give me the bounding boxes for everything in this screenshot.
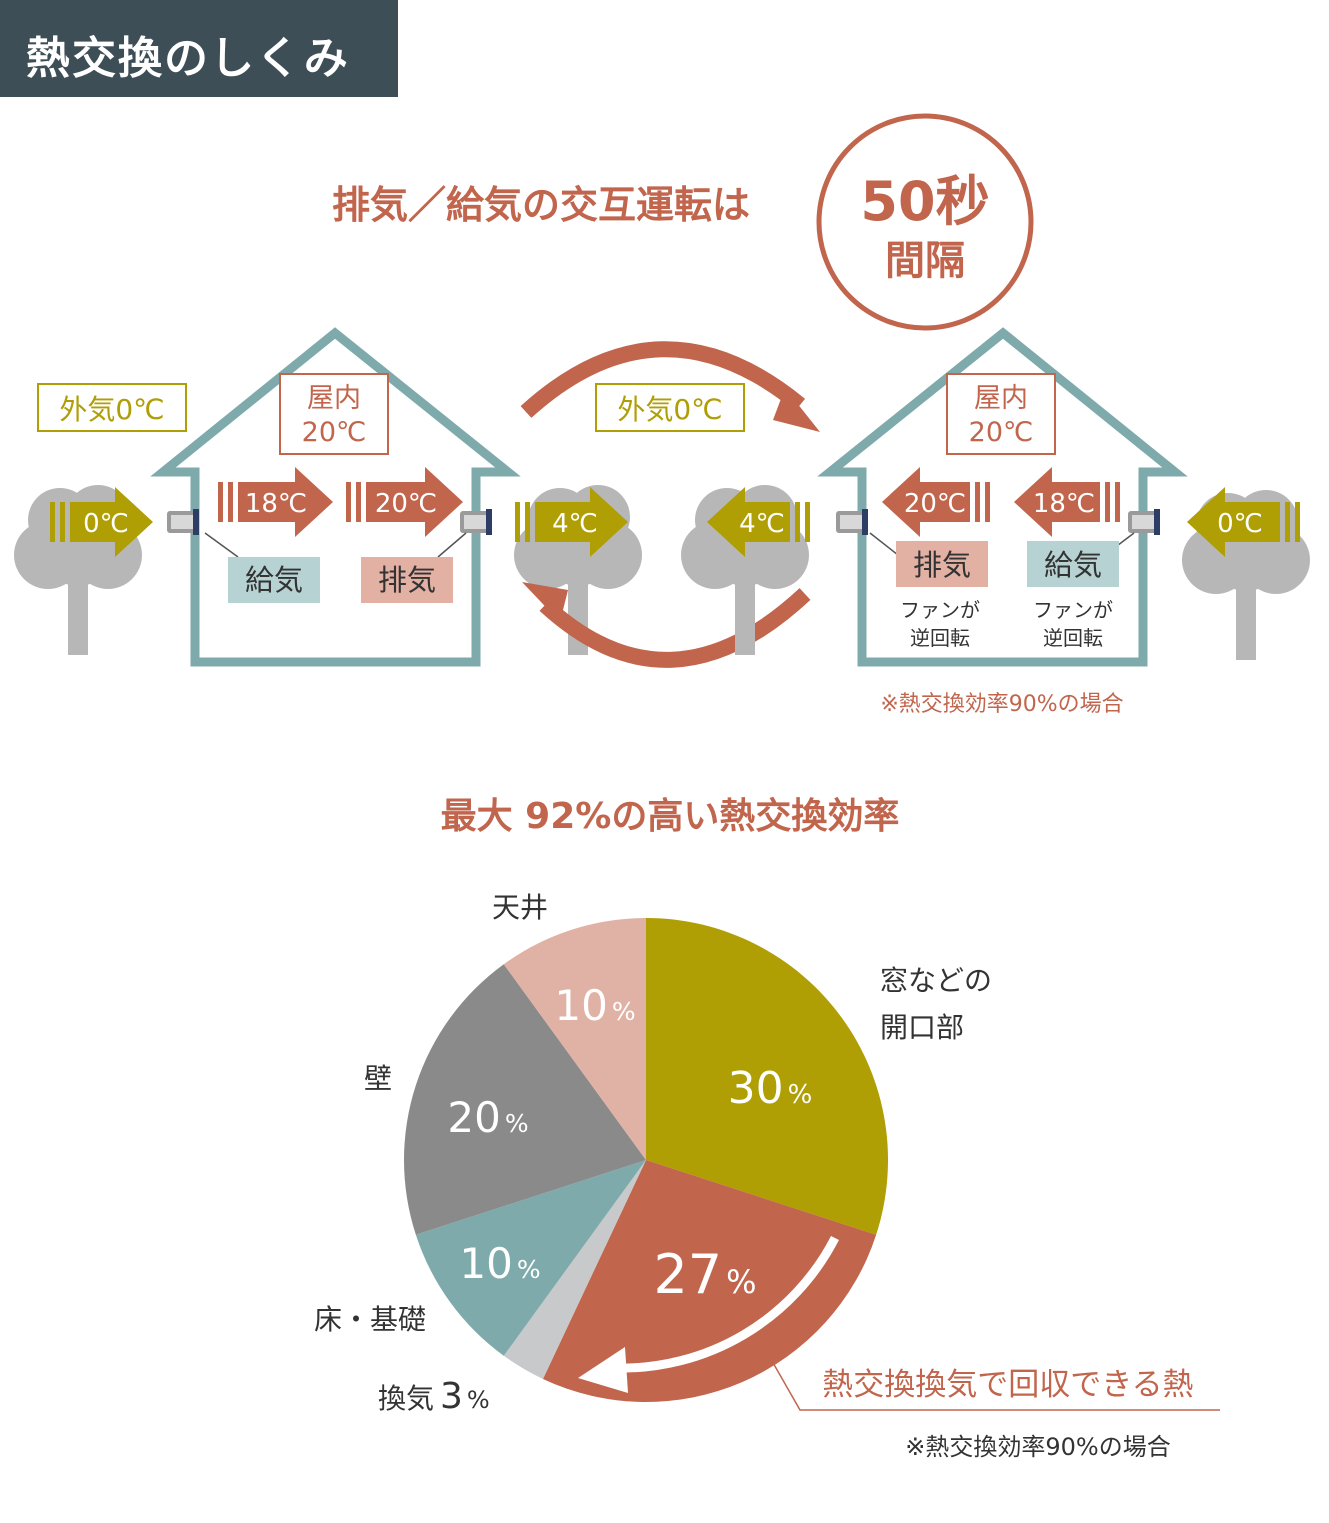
label-floor: 床・基礎	[314, 1303, 426, 1336]
middle-outside-label: 外気0℃	[617, 393, 722, 426]
outside-label: 外気0℃	[59, 393, 164, 426]
pie-value-4: 20	[447, 1093, 500, 1142]
pie-chart: 30%27%10%20%10%	[404, 918, 888, 1402]
label-ceiling: 天井	[492, 891, 548, 924]
label-window-line1: 窓などの	[880, 964, 992, 997]
pie-unit-3: %	[517, 1255, 541, 1284]
arrow-right-in-label: 4℃	[739, 509, 785, 539]
arrow-left-out: 4℃	[515, 487, 628, 557]
left-house-outline	[150, 327, 521, 667]
fan-unit-right-supply	[1128, 509, 1160, 535]
arrow-left-mid1-label: 18℃	[245, 489, 307, 519]
pie-slice-4	[404, 964, 646, 1235]
arrow-right-mid1-label: 20℃	[904, 489, 966, 519]
rotation-arrow-top	[520, 341, 806, 418]
pie-value-5: 10	[554, 981, 607, 1030]
pie-value-3: 10	[459, 1239, 512, 1288]
fan-unit-left-exhaust	[460, 509, 492, 535]
indoor-label-right-line2: 20℃	[969, 417, 1034, 448]
pie-slice-3	[415, 1160, 646, 1356]
exhaust-box	[361, 557, 453, 603]
interval-circle	[816, 113, 1034, 331]
interval-unit: 間隔	[885, 238, 965, 284]
pie-unit-4: %	[505, 1109, 529, 1138]
pie-value-label-1: 27%	[653, 1243, 756, 1306]
fan-note-2-line2: 逆回転	[1043, 626, 1103, 650]
interval-value: 50秒	[860, 170, 989, 233]
fan-note-1-line2: 逆回転	[910, 626, 970, 650]
arrow-left-in: 0℃	[50, 487, 153, 557]
pie-slice-2	[503, 1160, 646, 1379]
indoor-label-box-right	[946, 373, 1056, 455]
recover-underline	[759, 1339, 1220, 1411]
exhaust-label: 排気	[378, 563, 436, 597]
supply-label-right: 給気	[1044, 548, 1102, 582]
arrow-left-mid2: 20℃	[346, 467, 463, 537]
indoor-label-line1: 屋内	[307, 383, 361, 414]
label-ventilation-unit: %	[467, 1386, 490, 1414]
fan-note-1-line1: ファンが	[900, 598, 980, 622]
label-ventilation-value: 3	[440, 1376, 463, 1417]
fan-note-2-line1: ファンが	[1033, 598, 1113, 622]
arrow-right-mid1: 20℃	[882, 467, 990, 537]
pie-value-0: 30	[728, 1063, 784, 1114]
pie-value-label-4: 20%	[447, 1093, 528, 1142]
arrow-right-mid2: 18℃	[1014, 467, 1120, 537]
label-wall: 壁	[364, 1062, 392, 1095]
indoor-label-line2: 20℃	[302, 417, 367, 448]
pie-value-1: 27	[653, 1243, 722, 1306]
supply-box-right	[1027, 541, 1119, 587]
title-banner: 熱交換のしくみ	[0, 0, 398, 97]
exhaust-label-right: 排気	[913, 548, 971, 582]
indoor-label-right-line1: 屋内	[974, 383, 1028, 414]
rotation-arrow-bottom	[539, 588, 811, 668]
pie-unit-1: %	[726, 1263, 756, 1301]
outside-label-box	[37, 383, 187, 432]
indoor-label-box	[279, 373, 389, 455]
supply-box	[228, 557, 320, 603]
exhaust-box-right	[896, 541, 988, 587]
note-top: ※熱交換効率90%の場合	[880, 692, 1123, 717]
label-window-line2: 開口部	[880, 1011, 964, 1044]
recover-label: 熱交換換気で回収できる熱	[822, 1367, 1193, 1403]
supply-label: 給気	[245, 563, 303, 597]
headline: 排気／給気の交互運転は	[332, 183, 750, 227]
pie-slice-1	[542, 1160, 877, 1402]
pie-slice-5	[503, 918, 646, 1160]
fan-unit-right-exhaust	[836, 509, 868, 535]
arrow-right-in: 4℃	[707, 487, 810, 557]
arrow-right-out: 0℃	[1187, 487, 1300, 557]
note-bottom: ※熱交換効率90%の場合	[905, 1433, 1170, 1461]
pie-unit-5: %	[612, 997, 636, 1026]
arrow-left-mid2-label: 20℃	[375, 489, 437, 519]
arrow-right-mid2-label: 18℃	[1033, 489, 1095, 519]
page-title: 熱交換のしくみ	[26, 33, 350, 84]
fan-unit-left-supply	[167, 509, 199, 535]
arrow-left-mid1: 18℃	[218, 467, 333, 537]
pie-value-label-5: 10%	[554, 981, 635, 1030]
arrow-left-out-label: 4℃	[552, 509, 598, 539]
arrow-right-out-label: 0℃	[1217, 509, 1263, 539]
pie-value-label-0: 30%	[728, 1063, 813, 1114]
label-ventilation-name: 換気	[378, 1382, 434, 1415]
recover-arrow	[614, 1235, 839, 1373]
pie-slice-0	[646, 918, 888, 1235]
arrow-left-in-label: 0℃	[83, 509, 129, 539]
pie-value-label-3: 10%	[459, 1239, 540, 1288]
right-house-outline	[817, 327, 1188, 667]
pie-heading: 最大 92%の高い熱交換効率	[441, 795, 900, 837]
pie-unit-0: %	[788, 1080, 813, 1110]
middle-outside-label-box	[595, 383, 745, 432]
